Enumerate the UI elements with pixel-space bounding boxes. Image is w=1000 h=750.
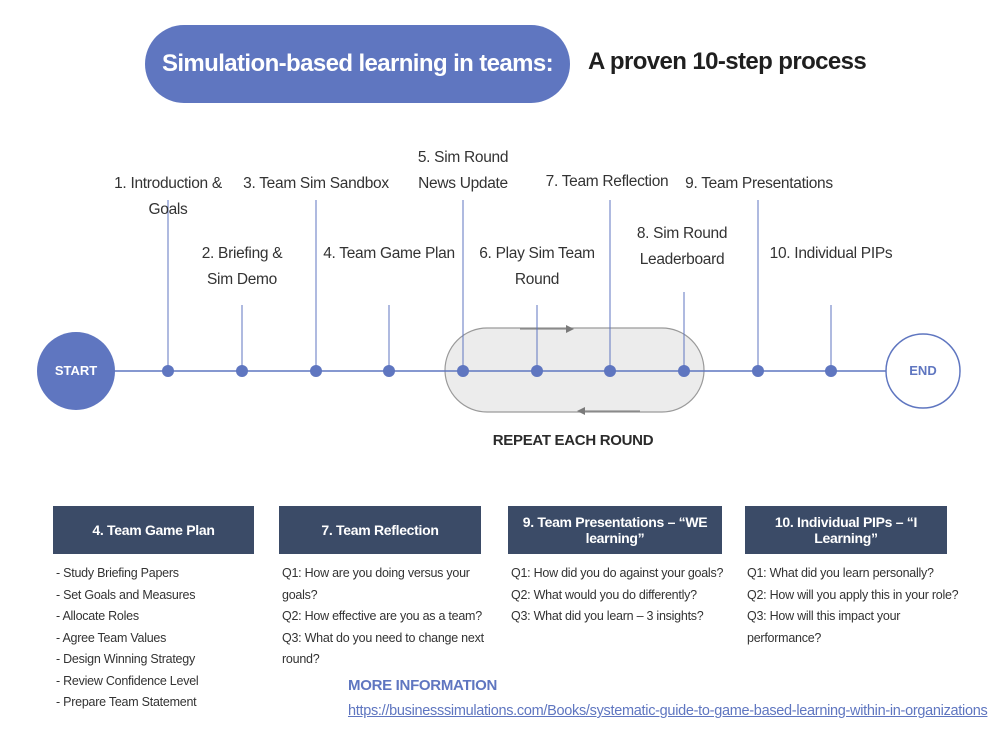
step-label-9: 9. Team Presentations: [685, 175, 833, 192]
step-label-8: 8. Sim Round Leaderboard: [636, 225, 728, 268]
panel-header-team-reflection: 7. Team Reflection: [279, 506, 481, 554]
panel-list-team-game-plan: - Study Briefing Papers - Set Goals and …: [56, 563, 256, 714]
list-item: Q1: How are you doing versus your goals?: [282, 566, 470, 602]
list-item: Q3: How will this impact your performanc…: [747, 609, 901, 645]
step-label-10: 10. Individual PIPs: [769, 245, 893, 262]
list-item: - Study Briefing Papers: [56, 566, 179, 580]
step-label-7: 7. Team Reflection: [545, 173, 669, 190]
panel-header-individual-pips: 10. Individual PIPs – “I Learning”: [745, 506, 947, 554]
list-item: Q2: How effective are you as a team?: [282, 609, 482, 623]
step-label-1: 1. Introduction & Goals: [114, 175, 222, 218]
title-banner: Simulation-based learning in teams:: [145, 25, 570, 103]
end-label: END: [909, 363, 937, 378]
list-item: Q3: What do you need to change next roun…: [282, 630, 484, 667]
repeat-each-round-label: REPEAT EACH ROUND: [492, 432, 654, 449]
panel-header-team-game-plan: 4. Team Game Plan: [53, 506, 254, 554]
step-label-4: 4. Team Game Plan: [323, 245, 455, 262]
panel-list-team-presentations: Q1: How did you do against your goals? Q…: [511, 563, 731, 628]
start-node: [37, 332, 115, 410]
step-dot: [457, 365, 469, 377]
list-item: - Set Goals and Measures: [56, 587, 196, 602]
list-item: - Allocate Roles: [56, 609, 139, 623]
step-dot: [162, 365, 174, 377]
list-item: Q1: How did you do against your goals?: [511, 566, 724, 580]
list-item: Q3: What did you learn – 3 insights?: [511, 609, 704, 623]
list-item: - Agree Team Values: [56, 630, 167, 645]
more-information-heading: MORE INFORMATION: [348, 677, 498, 694]
step-dot: [310, 365, 322, 377]
step-label-2: 2. Briefing & Sim Demo: [201, 245, 283, 288]
page-subtitle: A proven 10-step process: [588, 48, 867, 75]
page-title: Simulation-based learning in teams:: [161, 50, 554, 77]
list-item: Q2: What would you do differently?: [511, 587, 697, 602]
list-item: - Design Winning Strategy: [56, 652, 195, 666]
step-dot: [752, 365, 764, 377]
more-information-link[interactable]: https://businesssimulations.com/Books/sy…: [348, 703, 988, 719]
step-dot: [236, 365, 248, 377]
step-label-6: 6. Play Sim Team Round: [479, 245, 595, 288]
panel-header-team-presentations: 9. Team Presentations – “WE learning”: [508, 506, 722, 554]
step-label-5: 5. Sim Round News Update: [417, 149, 509, 192]
list-item: - Prepare Team Statement: [56, 695, 197, 709]
panel-list-team-reflection: Q1: How are you doing versus your goals?…: [282, 563, 502, 671]
list-item: Q1: What did you learn personally?: [747, 566, 934, 580]
step-label-3: 3. Team Sim Sandbox: [243, 175, 389, 192]
step-dot: [825, 365, 837, 377]
loop-arrow-bottom-head: [577, 407, 585, 415]
step-dot: [678, 365, 690, 377]
start-label: START: [54, 363, 98, 378]
step-dot: [383, 365, 395, 377]
end-node: [885, 333, 961, 409]
repeat-loop: [444, 327, 705, 413]
list-item: - Review Confidence Level: [56, 673, 199, 688]
loop-arrow-top-head: [566, 325, 574, 333]
list-item: Q2: How will you apply this in your role…: [747, 587, 959, 602]
panel-list-individual-pips: Q1: What did you learn personally? Q2: H…: [747, 563, 977, 649]
step-dot: [531, 365, 543, 377]
step-dot: [604, 365, 616, 377]
